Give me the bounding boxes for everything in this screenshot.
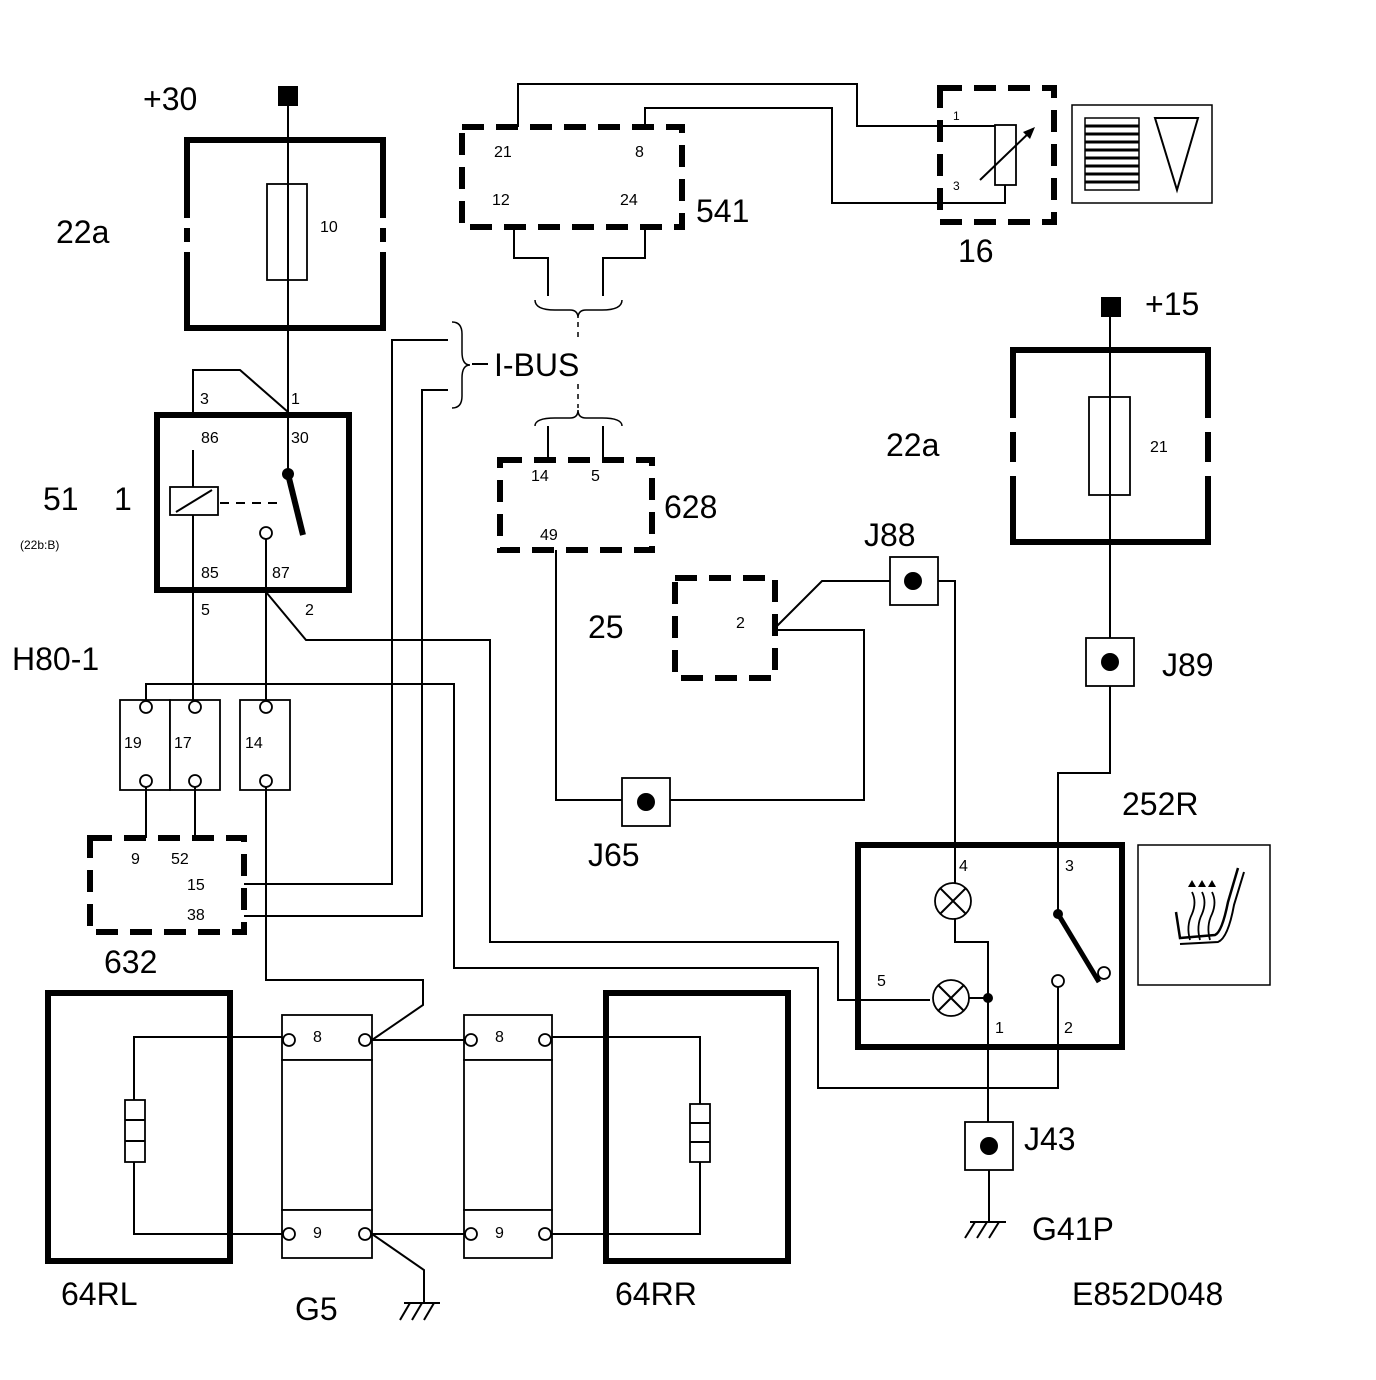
heating-element-left-icon [124,1099,146,1163]
c541-pin-8: 8 [635,144,644,161]
j65-label: J65 [588,837,640,873]
g41p-label: G41P [1032,1211,1114,1247]
j88-label: J88 [864,517,916,553]
module-628: 14 5 49 628 [497,426,717,801]
indicator-lamp-1-icon [934,882,972,920]
c25-pin-2: 2 [736,615,745,632]
j89-label: J89 [1162,647,1214,683]
plus15-label: +15 [1145,286,1199,322]
plus30-label: +30 [143,81,197,117]
relay-wire-5: 5 [201,602,210,619]
g5-label: G5 [295,1291,338,1327]
module-541: 21 8 12 24 541 [459,83,940,296]
module-25: 2 25 [588,575,890,801]
triangle-icon [1153,117,1200,194]
heater-64rl: 64RL [45,990,288,1312]
heating-element-right-icon [689,1103,711,1163]
c252r-pin-4: 4 [959,858,968,875]
switch-252r: 252R 4 3 5 1 2 [855,786,1199,1160]
c541-pin-24: 24 [620,192,638,209]
relay-wire-2: 2 [305,602,314,619]
seat-heater-symbol [1137,844,1271,986]
relay-51-label: 51 [43,481,79,517]
c632-label: 632 [104,944,157,980]
connector-g5: 8 9 8 9 G5 [281,1014,553,1327]
fuse-box-22a-right: 21 22a [886,347,1211,545]
c628-label: 628 [664,489,717,525]
c252r-pin-1: 1 [995,1020,1004,1037]
c541-pin-21: 21 [494,144,512,161]
relay-contact-87-icon [259,526,273,540]
supply-plus15: +15 [1101,286,1199,322]
relay-wire-3: 3 [200,391,209,408]
g5-pin-8-left: 8 [313,1029,322,1046]
c628-pin-5: 5 [591,468,600,485]
c628-pin-49: 49 [540,527,558,544]
module-632: 9 52 15 38 632 [87,339,448,980]
ground-g41p: G41P [964,1170,1114,1247]
connector-j88: J88 [864,517,939,606]
c16-label: 16 [958,233,994,269]
fuse-21-label: 21 [1150,439,1168,456]
connector-h80-1: H80-1 19 17 14 [12,641,1059,1089]
c628-pin-14: 14 [531,468,549,485]
relay-pin-87: 87 [272,565,290,582]
relay-pin-85: 85 [201,565,219,582]
c16-pin-3: 3 [953,179,960,193]
ibus-label: I-BUS [494,347,579,383]
indicator-lamp-2-icon [932,979,970,1017]
c25-label: 25 [588,609,624,645]
g5-pin-9-left: 9 [313,1225,322,1242]
ground-g5 [399,1302,440,1321]
c252r-pin-3: 3 [1065,858,1074,875]
h80-pin-19: 19 [124,735,142,752]
temperature-sensor-symbol [1071,104,1213,204]
fuse-10-label: 10 [320,219,338,236]
connector-j89: J89 [1085,637,1214,687]
connector-j43: J43 [964,1121,1076,1171]
heated-seat-icon [1174,867,1245,945]
h80-pin-14: 14 [245,735,263,752]
fuse-box-22a-top: 10 22a [56,137,386,331]
sensor-16: 1 3 16 [937,85,1057,269]
c64rl-label: 64RL [61,1276,138,1312]
c632-pin-38: 38 [187,907,205,924]
relay-51-ref: (22b:B) [20,538,59,552]
relay-wire-1: 1 [291,391,300,408]
diagram-id: E852D048 [1072,1276,1223,1312]
relay-pin-30: 30 [291,430,309,447]
c16-pin-1: 1 [953,109,960,123]
c632-pin-9: 9 [131,851,140,868]
relay-51-index: 1 [114,481,132,517]
relay-51: 3 1 86 30 85 87 5 2 51 1 (22b:B) [20,369,930,1001]
c252r-pin-5: 5 [877,973,886,990]
c252r-pin-2: 2 [1064,1020,1073,1037]
g5-pin-8-right: 8 [495,1029,504,1046]
fuse-box-22a-label: 22a [56,214,110,250]
c64rr-label: 64RR [615,1276,697,1312]
heater-64rr: 64RR [548,990,791,1312]
g5-pin-9-right: 9 [495,1225,504,1242]
h80-pin-17: 17 [174,735,192,752]
c632-pin-15: 15 [187,877,205,894]
c541-label: 541 [696,193,749,229]
h80-label: H80-1 [12,641,99,677]
c632-pin-52: 52 [171,851,189,868]
heat-bars-icon [1084,117,1140,191]
fuse-box-22a-right-label: 22a [886,427,940,463]
c541-pin-12: 12 [492,192,510,209]
j43-label: J43 [1024,1121,1076,1157]
ibus-brace: I-BUS [451,299,623,427]
connector-j65: J65 [588,777,671,873]
relay-pin-86: 86 [201,430,219,447]
supply-plus30: +30 [143,81,298,117]
switch-contact-icon [1097,966,1111,980]
c252r-label: 252R [1122,786,1199,822]
